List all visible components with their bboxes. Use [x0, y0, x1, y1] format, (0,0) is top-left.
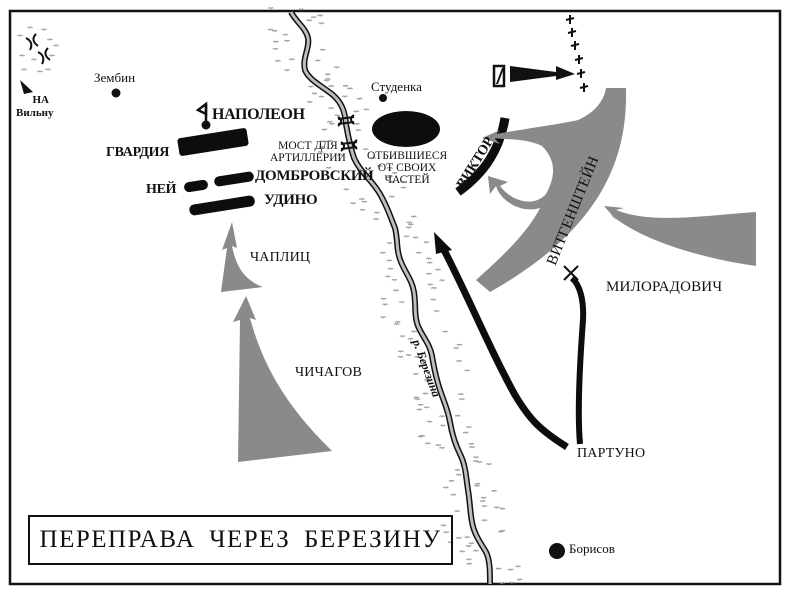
label-to-vilna-line1: НА — [32, 94, 50, 106]
label-stragglers: ОТБИВШИЕСЯ ОТ СВОИХ ЧАСТЕЙ — [367, 150, 447, 186]
label-studenka: Студенка — [371, 79, 422, 94]
miloradovich-arrow — [604, 206, 756, 266]
label-bridge-line2: АРТИЛЛЕРИИ — [270, 152, 346, 165]
stragglers-mass — [372, 111, 440, 147]
label-miloradovich: МИЛОРАДОВИЧ — [606, 279, 723, 295]
label-dombrowski: ДОМБРОВСКИЙ — [255, 168, 374, 184]
town-marker-zembin — [111, 88, 121, 98]
guard-unit — [177, 128, 249, 156]
label-partouneaux: ПАРТУНО — [577, 446, 646, 461]
partouneaux-retreat-path — [569, 275, 587, 445]
map-title-box: ПЕРЕПРАВА ЧЕРЕЗ БЕРЕЗИНУ — [28, 515, 453, 565]
town-marker-borisov — [549, 543, 565, 559]
label-bridge: МОСТ ДЛЯ АРТИЛЛЕРИИ — [270, 140, 346, 164]
feint-unit — [492, 64, 575, 88]
arrow-to-vilna-icon — [20, 80, 33, 94]
label-ney: НЕЙ — [146, 182, 177, 197]
town-marker-studenka — [379, 94, 387, 102]
partouneaux-arrow-icon — [434, 232, 452, 254]
label-zembin: Зембин — [94, 70, 136, 85]
label-to-vilna-line2: Вильну — [16, 106, 54, 119]
battle-crossed-swords-icon — [563, 265, 579, 281]
label-stragglers-line2: ОТ СВОИХ — [377, 162, 437, 175]
label-borisov: Борисов — [569, 541, 615, 556]
label-to-vilna: НА Вильну — [16, 94, 54, 119]
wittgenstein-unit — [476, 88, 627, 292]
label-chichagov: ЧИЧАГОВ — [295, 365, 363, 380]
ney-unit — [184, 179, 208, 193]
cossack-markers — [565, 15, 589, 92]
chichagov-arrow — [233, 296, 332, 462]
map-title: ПЕРЕПРАВА ЧЕРЕЗ БЕРЕЗИНУ — [39, 526, 442, 553]
map-border — [8, 9, 782, 586]
label-stragglers-line3: ЧАСТЕЙ — [384, 174, 430, 187]
chaplits-arrow — [221, 222, 263, 292]
label-oudinot: УДИНО — [264, 192, 318, 208]
feint-arrow-icon — [510, 66, 575, 82]
label-napoleon: НАПОЛЕОН — [212, 106, 305, 123]
label-stragglers-line1: ОТБИВШИЕСЯ — [367, 150, 448, 162]
victor-unit — [455, 117, 510, 196]
napoleon-flag-icon — [195, 101, 211, 130]
bridge-icon — [337, 114, 358, 152]
label-bridge-line1: МОСТ ДЛЯ — [278, 140, 338, 152]
vilna-crossing-icon — [25, 33, 51, 65]
label-chaplits: ЧАПЛИЦ — [250, 250, 311, 265]
dombrowski-unit — [214, 171, 254, 187]
berezina-river — [288, 10, 493, 585]
label-guard: ГВАРДИЯ — [106, 145, 170, 160]
marsh-symbols — [17, 7, 523, 585]
oudinot-unit — [189, 195, 255, 216]
partouneaux-attack-path — [438, 244, 569, 450]
